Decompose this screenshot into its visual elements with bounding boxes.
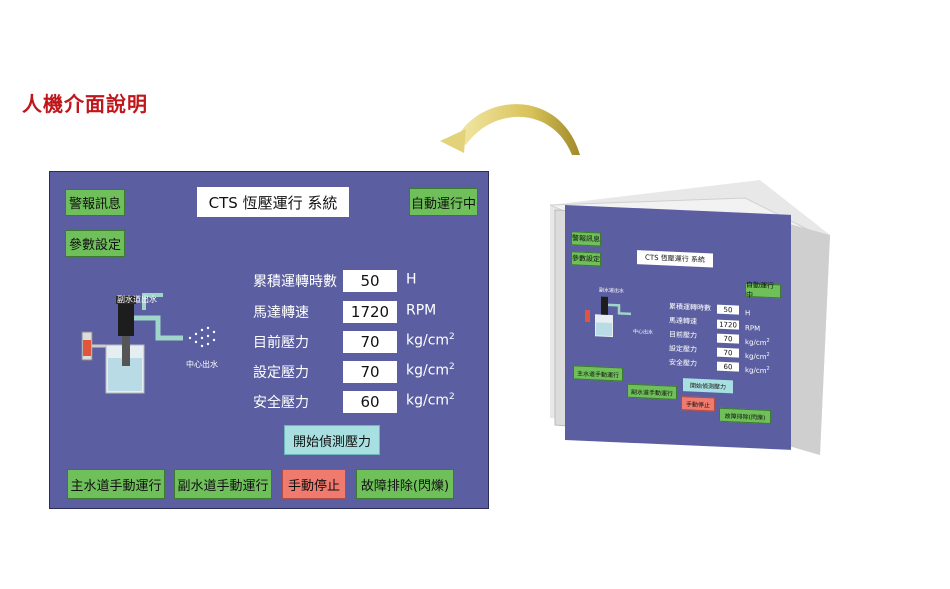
sub-manual-run-button: 副水道手動運行: [627, 383, 677, 400]
reading-label: 安全壓力: [669, 358, 697, 368]
reading-unit: kg/cm2: [745, 365, 770, 376]
auto-running-status: 自動運行中: [745, 281, 781, 299]
runtime-hours-value: 50: [717, 304, 739, 315]
pump-diagram: [585, 296, 631, 338]
runtime-hours-value: 50: [343, 270, 397, 292]
safety-pressure-value: 60: [717, 361, 739, 372]
main-manual-run-button[interactable]: 主水道手動運行: [67, 469, 165, 499]
motor-speed-value: 1720: [343, 301, 397, 323]
manual-stop-button: 手動停止: [681, 396, 715, 412]
manual-stop-button[interactable]: 手動停止: [282, 469, 346, 499]
panel-title: CTS 恆壓運行 系統: [637, 250, 713, 268]
fault-clear-button[interactable]: 故障排除(閃爍): [356, 469, 454, 499]
sub-outlet-label: 副水道出水: [117, 295, 157, 304]
reading-label: 設定壓力: [669, 344, 697, 354]
fault-clear-button: 故障排除(閃爍): [719, 407, 771, 424]
center-outlet-label: 中心出水: [186, 360, 218, 369]
alarm-button: 警報訊息: [571, 231, 601, 247]
auto-running-status[interactable]: 自動運行中: [409, 188, 478, 216]
reading-unit: H: [745, 309, 751, 318]
pump-diagram: [81, 293, 216, 394]
panel-title: CTS 恆壓運行 系統: [197, 187, 349, 217]
current-pressure-value: 70: [717, 333, 739, 344]
set-pressure-value[interactable]: 70: [343, 361, 397, 383]
reading-label: 安全壓力: [253, 395, 309, 411]
reading-label: 目前壓力: [669, 330, 697, 340]
hmi-panel: 警報訊息 參數設定 CTS 恆壓運行 系統 自動運行中 副水道出水 中心出水 累…: [49, 171, 489, 509]
reading-unit: kg/cm2: [745, 337, 770, 348]
reading-unit: RPM: [406, 302, 437, 319]
page-title: 人機介面說明: [22, 92, 148, 116]
set-pressure-value: 70: [717, 347, 739, 358]
start-detect-pressure-button: 開始偵測壓力: [683, 378, 733, 394]
device-screen: 警報訊息 參數設定 CTS 恆壓運行 系統 自動運行中 副水道出水 中心出水 累…: [565, 205, 791, 450]
reading-label: 累積運轉時數: [669, 302, 711, 313]
reading-unit: kg/cm2: [406, 362, 455, 379]
reading-unit: kg/cm2: [406, 392, 455, 409]
start-detect-pressure-button[interactable]: 開始偵測壓力: [284, 425, 380, 455]
reading-unit: kg/cm2: [745, 351, 770, 362]
reading-unit: RPM: [745, 324, 761, 333]
sub-manual-run-button[interactable]: 副水道手動運行: [174, 469, 272, 499]
current-pressure-value: 70: [343, 331, 397, 353]
curved-arrow-icon: [440, 104, 580, 155]
reading-label: 設定壓力: [253, 365, 309, 381]
reading-label: 目前壓力: [253, 335, 309, 351]
alarm-button[interactable]: 警報訊息: [65, 189, 125, 216]
reading-unit: kg/cm2: [406, 332, 455, 349]
params-button: 參數設定: [571, 251, 601, 267]
safety-pressure-value[interactable]: 60: [343, 391, 397, 413]
motor-speed-value: 1720: [717, 319, 739, 330]
reading-label: 馬達轉速: [669, 316, 697, 326]
params-button[interactable]: 參數設定: [65, 230, 125, 257]
reading-label: 馬達轉速: [253, 305, 309, 321]
reading-label: 累積運轉時數: [253, 274, 337, 290]
main-manual-run-button: 主水道手動運行: [573, 365, 623, 382]
reading-unit: H: [406, 271, 417, 288]
